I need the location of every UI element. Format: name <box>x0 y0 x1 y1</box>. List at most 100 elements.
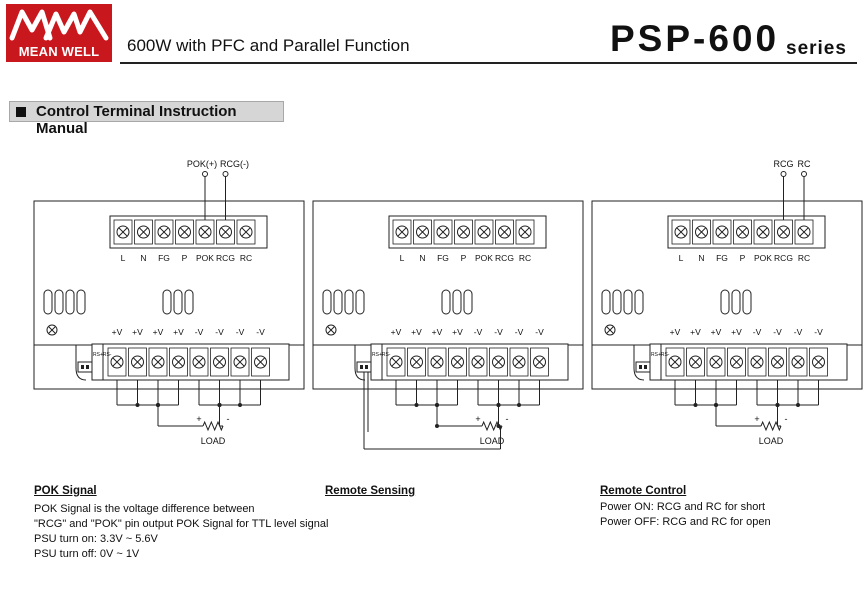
output-terminal-label: +V <box>132 327 143 337</box>
top-terminal-label: N <box>140 253 146 263</box>
sense-label: RS+RS- <box>93 352 112 358</box>
output-terminal-label: +V <box>731 327 742 337</box>
load-plus: + <box>754 414 759 424</box>
vent-slot <box>184 289 194 315</box>
remote-control-title: Remote Control <box>600 485 687 497</box>
vent-slot <box>322 289 332 315</box>
screw-terminal-icon <box>389 355 403 369</box>
pok-signal-line-3: PSU turn on: 3.3V ~ 5.6V <box>34 533 158 545</box>
screw-terminal-icon <box>791 355 805 369</box>
top-terminal-label: RC <box>798 253 810 263</box>
vent-slot <box>43 289 53 315</box>
load-minus: - <box>506 414 509 424</box>
vent-slot <box>612 289 622 315</box>
screw-terminal-icon <box>709 355 723 369</box>
pok-terminal <box>202 171 208 177</box>
top-terminal-label: FG <box>716 253 728 263</box>
wire-junction <box>135 403 140 407</box>
screw-terminal-icon <box>410 355 423 369</box>
output-terminal-label: +V <box>153 327 164 337</box>
wire-junction <box>796 403 800 407</box>
screw-terminal-icon <box>750 355 764 369</box>
rcg-terminal <box>780 171 787 177</box>
screw-terminal-icon <box>730 355 743 369</box>
output-terminal-label: -V <box>535 327 544 337</box>
load-label: LOAD <box>759 436 784 446</box>
brand-name: MEAN WELL <box>18 44 100 59</box>
sense-connector <box>91 343 104 381</box>
top-terminal-label: RCG <box>495 253 514 263</box>
page-subtitle: 600W with PFC and Parallel Function <box>127 36 410 55</box>
output-terminal-label: -V <box>753 327 762 337</box>
screw-terminal-icon <box>695 225 708 239</box>
output-terminal-label: -V <box>814 327 823 337</box>
screw-terminal-icon <box>172 355 185 369</box>
load-minus: - <box>227 414 230 424</box>
wire-junction <box>238 403 242 407</box>
top-terminal-label: POK <box>475 253 493 263</box>
top-terminal-label: N <box>698 253 704 263</box>
vent-slot <box>355 289 365 315</box>
output-terminal-label: -V <box>195 327 204 337</box>
load-label: LOAD <box>201 436 226 446</box>
wire-junction <box>517 403 521 407</box>
rcg-terminal <box>222 171 229 177</box>
screw-terminal-icon <box>219 225 232 239</box>
top-terminal-label: POK <box>196 253 214 263</box>
screw-terminal-icon <box>192 355 206 369</box>
vent-slot <box>65 289 75 315</box>
load-label: LOAD <box>480 436 505 446</box>
resistor-icon <box>481 420 503 432</box>
rc-terminal <box>801 171 807 177</box>
screw-terminal-icon <box>233 355 247 369</box>
output-terminal-label: -V <box>215 327 224 337</box>
screw-terminal-icon <box>254 355 267 369</box>
top-terminal-label: L <box>121 253 126 263</box>
screw-terminal-icon <box>436 225 450 239</box>
sense-connector <box>649 343 662 381</box>
top-terminal-label: RC <box>519 253 531 263</box>
vent-slot <box>173 289 183 315</box>
model-name: PSP-600 <box>610 18 780 59</box>
vent-slot <box>463 289 473 315</box>
vent-slot <box>634 289 644 315</box>
load-minus: - <box>785 414 788 424</box>
resistor-icon <box>760 420 782 432</box>
top-terminal-label: P <box>461 253 467 263</box>
sense-label: RS+RS- <box>372 352 391 358</box>
output-terminal-label: -V <box>773 327 782 337</box>
screw-terminal-icon <box>715 225 729 239</box>
screw-terminal-icon <box>736 225 749 239</box>
output-terminal-label: -V <box>515 327 524 337</box>
vent-slot <box>344 289 354 315</box>
output-terminal-label: -V <box>236 327 245 337</box>
output-terminal-label: +V <box>411 327 422 337</box>
resistor-icon <box>202 420 224 432</box>
output-terminal-label: +V <box>173 327 184 337</box>
screw-terminal-icon <box>110 355 124 369</box>
output-terminal-label: +V <box>690 327 701 337</box>
screw-terminal-icon <box>797 225 811 239</box>
output-terminal-label: +V <box>391 327 402 337</box>
top-terminal-label: L <box>400 253 405 263</box>
vent-slot <box>333 289 343 315</box>
output-terminal-label: +V <box>452 327 463 337</box>
output-terminal-label: +V <box>711 327 722 337</box>
top-terminal-label: FG <box>158 253 170 263</box>
screw-terminal-icon <box>116 225 130 239</box>
screw-terminal-icon <box>498 225 511 239</box>
screw-terminal-icon <box>198 225 212 239</box>
top-terminal-label: RC <box>240 253 252 263</box>
vent-slot <box>623 289 633 315</box>
screw-terminal-icon <box>668 355 682 369</box>
section-bullet-icon <box>16 107 26 117</box>
section-title: Control Terminal Instruction Manual <box>36 103 237 137</box>
top-terminal-label: RCG <box>216 253 235 263</box>
screw-terminal-icon <box>492 355 505 369</box>
sense-label: RS+RS- <box>651 352 670 358</box>
screw-terminal-icon <box>239 225 253 239</box>
top-terminal-label: P <box>182 253 188 263</box>
pok-label: POK(+) <box>187 159 217 169</box>
sense-connector <box>370 343 383 381</box>
